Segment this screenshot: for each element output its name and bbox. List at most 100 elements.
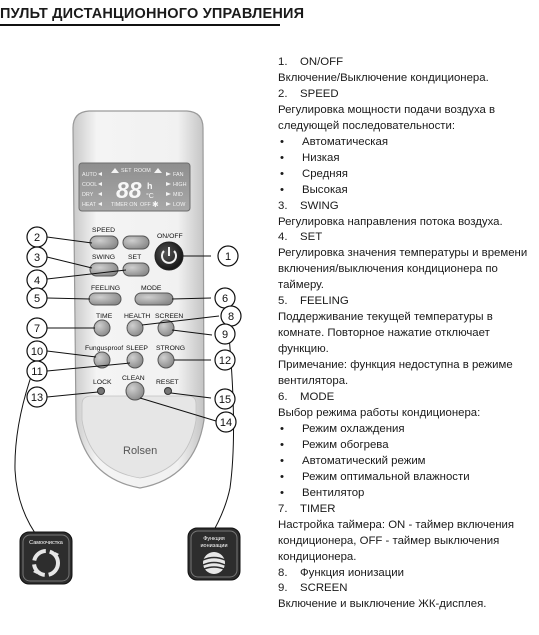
item-6-desc: Выбор режима работы кондиционера: <box>278 406 481 419</box>
remote-lower-panel <box>81 395 197 479</box>
lcd-fan-high: HIGH <box>173 182 187 188</box>
brand-logo: Rolsen <box>123 445 157 457</box>
item-5-heading: 5.FEELING <box>278 295 349 308</box>
callout-6: 6 <box>222 293 228 305</box>
callout-11: 11 <box>31 366 42 378</box>
swing-label: SWING <box>92 254 115 261</box>
lcd-mode-cool: COOL <box>82 182 97 188</box>
list-item: •Режим оптимальной влажности <box>280 470 470 483</box>
item-9-desc: Включение и выключение ЖК-дисплея. <box>278 598 487 611</box>
lock-label: LOCK <box>93 379 112 386</box>
item-4-desc: Регулировка значения температуры и време… <box>278 247 528 292</box>
lcd-mode-dry: DRY <box>82 192 94 198</box>
lcd-set-label: SET <box>121 168 132 174</box>
lcd-timer-off-label: OFF <box>140 202 151 208</box>
strong-label: STRONG <box>156 345 185 352</box>
list-item: •Режим обогрева <box>280 438 389 451</box>
item-2-heading: 2.SPEED <box>278 87 339 100</box>
lcd-fan-low: LOW <box>173 202 186 208</box>
list-item: •Средняя <box>280 167 348 180</box>
item-7-desc: Настройка таймера: ON - таймер включения… <box>278 518 515 563</box>
page-title: ПУЛЬТ ДИСТАНЦИОННОГО УПРАВЛЕНИЯ <box>0 6 305 22</box>
item-2-desc: Регулировка мощности подачи воздуха в сл… <box>278 103 496 132</box>
item-3-desc: Регулировка направления потока воздуха. <box>278 215 503 228</box>
item-9-heading: 9.SCREEN <box>278 582 348 595</box>
lcd-mode-arrows-icon <box>98 172 102 206</box>
swing-button[interactable] <box>89 262 119 277</box>
callout-2: 2 <box>34 232 40 244</box>
callout-1: 1 <box>225 251 231 263</box>
self-clean-label: Самоочистка <box>29 540 64 546</box>
lcd-room-label: ROOM <box>134 168 151 174</box>
callout-5: 5 <box>34 293 40 305</box>
callout-4: 4 <box>34 275 40 287</box>
blank-button[interactable] <box>122 235 150 250</box>
callout-8: 8 <box>228 311 234 323</box>
callout-13: 13 <box>31 392 43 404</box>
lock-button[interactable] <box>97 387 105 395</box>
list-item: •Автоматическая <box>280 135 389 148</box>
lcd-arrow-icon <box>154 168 162 173</box>
feeling-button[interactable] <box>88 292 122 306</box>
set-label: SET <box>128 254 141 261</box>
sleep-label: SLEEP <box>126 345 148 352</box>
callout-12: 12 <box>219 355 231 367</box>
instructions-list: 1.ON/OFF Включение/Выключение кондиционе… <box>278 55 536 613</box>
item-7-heading: 7.TIMER <box>278 502 336 515</box>
lcd-sun-icon: ✱ <box>152 200 159 209</box>
lcd-arrow-icon <box>111 168 119 173</box>
item-5-note: Примечание: функция недоступна в режиме … <box>278 359 513 388</box>
lcd-fan-label: FAN <box>173 172 184 178</box>
list-item: •Режим охлаждения <box>280 422 405 435</box>
time-button[interactable] <box>93 319 111 337</box>
list-item: •Низкая <box>280 151 340 164</box>
clean-label: CLEAN <box>122 375 145 382</box>
remote-diagram: AUTO COOL DRY HEAT FAN HIGH MID LOW SET … <box>14 110 242 585</box>
lcd-timer-on-label: TIMER ON <box>111 202 137 208</box>
set-button[interactable] <box>122 262 150 277</box>
power-icon <box>161 250 177 264</box>
list-item: •Вентилятор <box>280 486 365 499</box>
item-1-heading: 1.ON/OFF <box>278 56 344 68</box>
ionization-label-2: ионизации <box>200 543 227 549</box>
strong-button[interactable] <box>157 351 175 369</box>
screen-button[interactable] <box>157 319 175 337</box>
screen-label: SCREEN <box>155 313 183 320</box>
time-label: TIME <box>96 313 113 320</box>
reset-label: RESET <box>156 379 179 386</box>
item-1-desc: Включение/Выключение кондиционера. <box>278 71 489 84</box>
item-4-heading: 4.SET <box>278 231 323 244</box>
lcd-degree-unit: °C <box>146 192 154 200</box>
sleep-button[interactable] <box>126 351 144 369</box>
clean-button[interactable] <box>125 381 145 401</box>
lcd-fan-bars-icon <box>166 172 171 206</box>
lcd-panel <box>78 162 191 212</box>
self-clean-badge <box>19 531 73 585</box>
callout-14: 14 <box>220 417 232 429</box>
item-6-heading: 6.MODE <box>278 391 335 404</box>
health-button[interactable] <box>126 319 144 337</box>
speed-button[interactable] <box>89 235 119 250</box>
item-3-heading: 3.SWING <box>278 199 339 212</box>
title-underline <box>0 24 280 26</box>
lcd-hour-unit: h <box>147 181 153 191</box>
lcd-fan-mid: MID <box>173 192 183 198</box>
onoff-label: ON/OFF <box>157 233 183 240</box>
callout-9: 9 <box>222 329 228 341</box>
fungusproof-label: Fungusproof <box>85 345 123 352</box>
reset-button[interactable] <box>164 387 172 395</box>
ionization-label-1: Функция <box>203 536 225 542</box>
health-label: HEALTH <box>124 313 150 320</box>
lcd-digits: 88 <box>116 177 142 203</box>
list-item: •Автоматический режим <box>280 454 426 467</box>
callout-3: 3 <box>34 252 40 264</box>
lcd-mode-heat: HEAT <box>82 202 97 208</box>
callout-15: 15 <box>219 394 231 406</box>
fungusproof-button[interactable] <box>93 351 111 369</box>
recycle-icon <box>32 549 60 577</box>
callout-10: 10 <box>31 346 43 358</box>
speed-label: SPEED <box>92 227 115 234</box>
lcd-mode-auto: AUTO <box>82 172 97 178</box>
item-8-heading: 8.Функция ионизации <box>278 566 405 579</box>
mode-button[interactable] <box>134 292 174 306</box>
